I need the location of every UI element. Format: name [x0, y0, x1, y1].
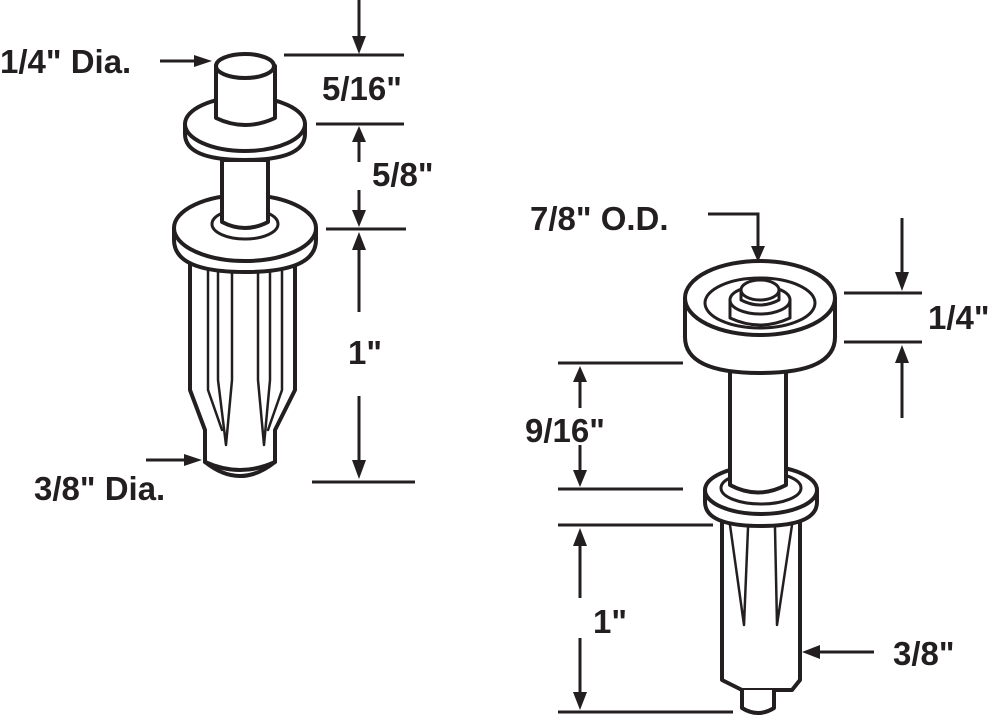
label-wheel-od: 7/8" O.D. [530, 200, 669, 237]
right-dimension-labels: 7/8" O.D. 1/4" 9/16" 1" 3/8" [525, 200, 990, 672]
label-shank-length-right: 9/16" [525, 412, 605, 449]
right-dimension-lines [558, 212, 922, 714]
label-shank-length: 5/8" [372, 156, 434, 193]
left-dimension-labels: 1/4" Dia. 5/16" 5/8" 1" 3/8" Dia. [0, 43, 434, 507]
left-pin-drawing [172, 52, 318, 478]
label-head-height: 5/16" [322, 70, 402, 107]
label-body-length-right: 1" [593, 603, 627, 640]
label-body-dia-right: 3/8" [893, 635, 955, 672]
label-bottom-dia: 3/8" Dia. [34, 470, 165, 507]
right-pin-drawing [683, 259, 837, 715]
label-top-dia: 1/4" Dia. [0, 43, 131, 80]
left-dimension-lines [146, 0, 415, 484]
label-body-length: 1" [348, 334, 382, 371]
label-wheel-thickness: 1/4" [928, 299, 990, 336]
